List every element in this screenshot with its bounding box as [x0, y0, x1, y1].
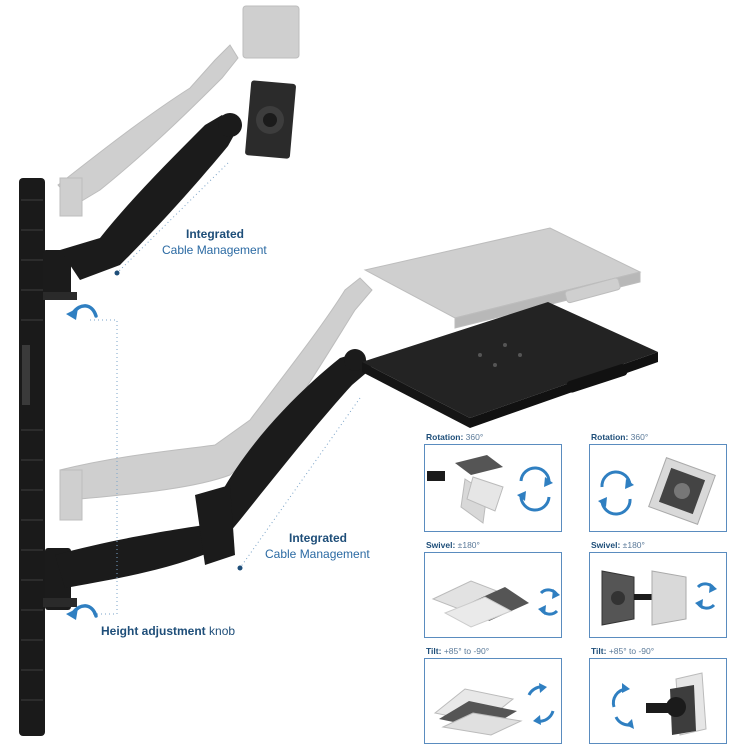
monitor-arm — [43, 113, 242, 300]
height-label-light: knob — [209, 624, 236, 638]
panel-title: Rotation: 360° — [426, 432, 483, 442]
tilt-keyboard-panel — [424, 658, 562, 744]
panel-title-value: ±180° — [622, 540, 645, 550]
panel-title: Swivel: ±180° — [426, 540, 480, 550]
panel-title-label: Rotation: — [591, 432, 629, 442]
keyboard-cable-callout: Integrated Cable Management — [265, 530, 370, 562]
panel-title: Swivel: ±180° — [591, 540, 645, 550]
ghost-keyboard-arm — [59, 227, 642, 521]
panel-title-label: Rotation: — [426, 432, 464, 442]
panel-title-value: ±180° — [457, 540, 480, 550]
callout-leaders — [90, 162, 361, 615]
swivel-keyboard-illustration — [431, 580, 560, 628]
tilt-monitor-panel — [589, 658, 727, 744]
tilt-keyboard-illustration — [433, 683, 555, 736]
height-label-bold: Height adjustment — [101, 624, 206, 638]
rotation-monitor-illustration — [598, 457, 716, 525]
panel-title-label: Swivel: — [426, 540, 456, 550]
panel-title: Tilt: +85° to -90° — [426, 646, 489, 656]
ghost-monitor-arm — [57, 5, 300, 217]
swivel-monitor-illustration — [601, 570, 717, 626]
swivel-keyboard-panel — [424, 552, 562, 638]
callout-bold-text: Integrated — [289, 531, 348, 545]
callout-bold-text: Integrated — [186, 227, 245, 241]
rotation-keyboard-panel — [424, 444, 562, 532]
panel-title: Tilt: +85° to -90° — [591, 646, 654, 656]
panel-title-label: Swivel: — [591, 540, 621, 550]
panel-title-label: Tilt: — [426, 646, 442, 656]
callout-light-text: Cable Management — [162, 243, 267, 257]
rotation-keyboard-illustration — [427, 455, 553, 524]
panel-title-value: +85° to -90° — [608, 646, 655, 656]
monitor-cable-callout: Integrated Cable Management — [162, 226, 267, 258]
panel-title: Rotation: 360° — [591, 432, 648, 442]
height-adjustment-callout: Height adjustment knob — [101, 624, 235, 638]
rotation-monitor-panel — [589, 444, 727, 532]
panel-title-value: 360° — [465, 432, 484, 442]
keyboard-arm — [43, 349, 372, 610]
vesa-plate — [245, 80, 296, 159]
swivel-monitor-panel — [589, 552, 727, 638]
panel-title-value: 360° — [630, 432, 649, 442]
panel-title-label: Tilt: — [591, 646, 607, 656]
tilt-monitor-illustration — [611, 672, 707, 736]
wall-track — [19, 178, 45, 736]
panel-title-value: +85° to -90° — [443, 646, 490, 656]
callout-light-text: Cable Management — [265, 547, 370, 561]
keyboard-tray — [362, 302, 658, 428]
